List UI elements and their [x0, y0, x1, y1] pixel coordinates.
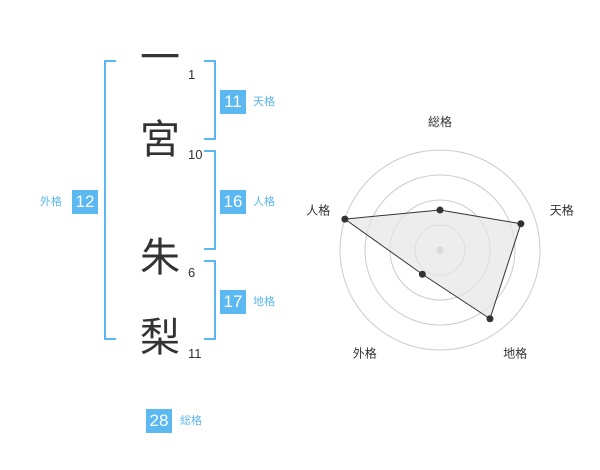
stroke-count-1: 1	[188, 67, 196, 82]
stroke-count-2: 10	[188, 147, 203, 162]
jinkaku-bracket	[204, 150, 216, 250]
tenkaku-value: 11	[220, 90, 246, 114]
soukaku-label: 総格	[180, 414, 202, 427]
stroke-count-4: 11	[188, 346, 202, 361]
gaikaku-value: 12	[72, 190, 98, 214]
radar-axis-label: 天格	[550, 202, 574, 217]
chikaku-value: 17	[220, 290, 246, 314]
name-char-2: 宮	[140, 117, 180, 163]
radar-grid-ring	[339, 149, 541, 351]
name-char-1: 一	[140, 35, 180, 81]
tenkaku-label: 天格	[253, 95, 275, 108]
radar-series-area	[343, 209, 522, 320]
tenkaku-bracket	[204, 60, 216, 140]
radar-axis-label: 地格	[503, 346, 527, 361]
radar-grid-ring	[364, 174, 516, 326]
radar-axis-label: 総格	[428, 114, 452, 129]
name-char-4: 梨	[140, 315, 180, 361]
chikaku-label: 地格	[253, 295, 275, 308]
radar-point	[341, 215, 349, 223]
radar-axis-label: 人格	[306, 202, 330, 217]
radar-axis-label: 外格	[353, 346, 377, 361]
radar-point	[486, 315, 494, 323]
radar-point	[517, 220, 525, 228]
radar-point	[436, 206, 444, 214]
stroke-count-3: 6	[188, 265, 196, 280]
gaikaku-bracket	[104, 60, 116, 340]
soukaku-value: 28	[146, 409, 172, 433]
radar-point	[418, 270, 426, 278]
jinkaku-label: 人格	[253, 195, 275, 208]
jinkaku-value: 16	[220, 190, 246, 214]
chikaku-bracket	[204, 260, 216, 340]
name-char-3: 朱	[140, 235, 180, 281]
gaikaku-label: 外格	[40, 195, 62, 208]
